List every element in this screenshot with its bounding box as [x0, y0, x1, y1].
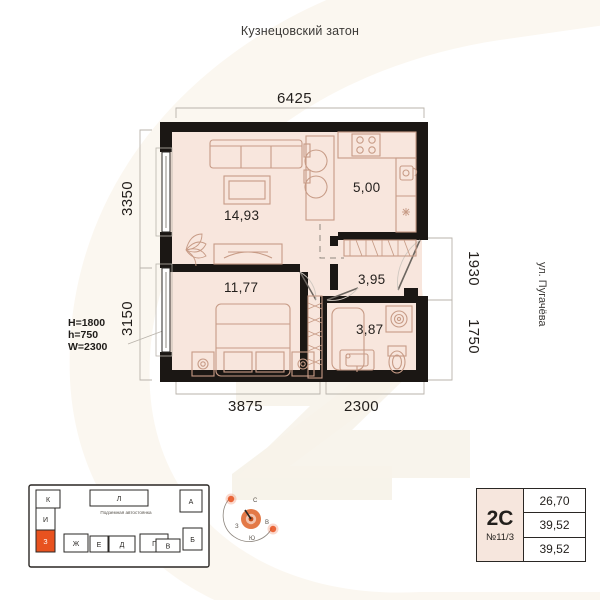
area-with-balcony-value: 39,52	[539, 542, 570, 557]
dimension-bottom-left: 3875	[228, 398, 263, 415]
key-plan-section-Ж[interactable]	[63, 533, 89, 553]
dimension-right-lower: 1750	[464, 319, 482, 354]
key-plan-label-Д: Д	[120, 542, 125, 549]
window-spec-height: H=1800	[68, 317, 106, 329]
complex-title: Кузнецовский затон	[240, 24, 360, 38]
key-plan-label-Б: Б	[190, 537, 195, 544]
apartment-type-block: 2С №11/3	[477, 489, 524, 561]
compass-rose: С В Ю З	[222, 493, 279, 542]
key-plan-label-В: В	[166, 544, 171, 551]
key-plan-label-К: К	[46, 497, 51, 504]
key-plan-section-Б[interactable]	[182, 527, 203, 551]
key-plan-label-И: И	[43, 517, 48, 524]
window-spec: H=1800 h=750 W=2300	[68, 317, 108, 353]
compass-east-label: В	[265, 520, 269, 526]
street-label: ул. Пугачёва	[536, 262, 548, 327]
hallway-furniture	[343, 239, 417, 257]
dimension-top: 6425	[277, 90, 312, 107]
apartment-type: 2С	[486, 506, 514, 530]
living-room-furniture	[185, 139, 328, 267]
key-plan-section-Д[interactable]	[108, 535, 136, 553]
key-plan-label-Л: Л	[117, 496, 122, 503]
window-spec-width: W=2300	[68, 340, 108, 353]
key-plan-label-Г: Г	[152, 541, 156, 548]
window-left-upper	[161, 151, 171, 233]
apartment-info-box: 2С №11/3 26,70 39,52 39,52	[476, 488, 586, 562]
dimension-left-lower: 3150	[118, 301, 136, 336]
key-plan-section-Е[interactable]	[89, 535, 109, 553]
living-area-value: 26,70	[524, 489, 585, 514]
dimension-right-upper: 1930	[464, 251, 482, 286]
bedroom-furniture	[191, 295, 323, 379]
dimension-bottom-right: 2300	[344, 398, 379, 415]
room-fills	[168, 128, 422, 380]
dimension-left-upper: 3350	[118, 181, 136, 216]
dimension-lines	[127, 107, 453, 395]
key-plan-label-Е: Е	[97, 542, 102, 549]
apartment-number: №11/3	[486, 531, 514, 543]
area-living-room: 14,93	[224, 208, 260, 223]
compass-north-label: С	[253, 498, 258, 504]
window-spec-sill: h=750	[68, 328, 99, 341]
key-plan-caption: Подземная автостоянка	[100, 510, 152, 515]
bathroom-fixtures	[331, 305, 413, 374]
area-bedroom: 11,77	[224, 280, 259, 295]
interior-doors	[299, 271, 359, 301]
key-plan-label-З: З	[43, 539, 47, 546]
compass-south-label: Ю	[249, 536, 255, 542]
key-plan-section-В[interactable]	[155, 538, 181, 553]
key-plan-label-Ж: Ж	[73, 541, 80, 548]
key-plan-section-А[interactable]	[179, 489, 203, 513]
key-plan-section-Л[interactable]	[89, 489, 149, 507]
window-left-lower	[161, 267, 171, 353]
kitchen-furniture	[305, 131, 418, 259]
apartment-areas: 26,70 39,52 39,52	[524, 489, 585, 561]
key-plan-section-З[interactable]	[35, 529, 56, 553]
compass-west-label: З	[235, 524, 239, 530]
key-plan-label-А: А	[189, 499, 194, 506]
total-area-value: 39,52	[524, 513, 585, 538]
area-kitchen: 5,00	[353, 180, 381, 195]
area-hallway: 3,95	[358, 272, 386, 287]
building-key-plan[interactable]: К Л А И Б З Ж Е Д Г В	[28, 484, 210, 568]
area-bathroom: 3,87	[356, 322, 384, 337]
